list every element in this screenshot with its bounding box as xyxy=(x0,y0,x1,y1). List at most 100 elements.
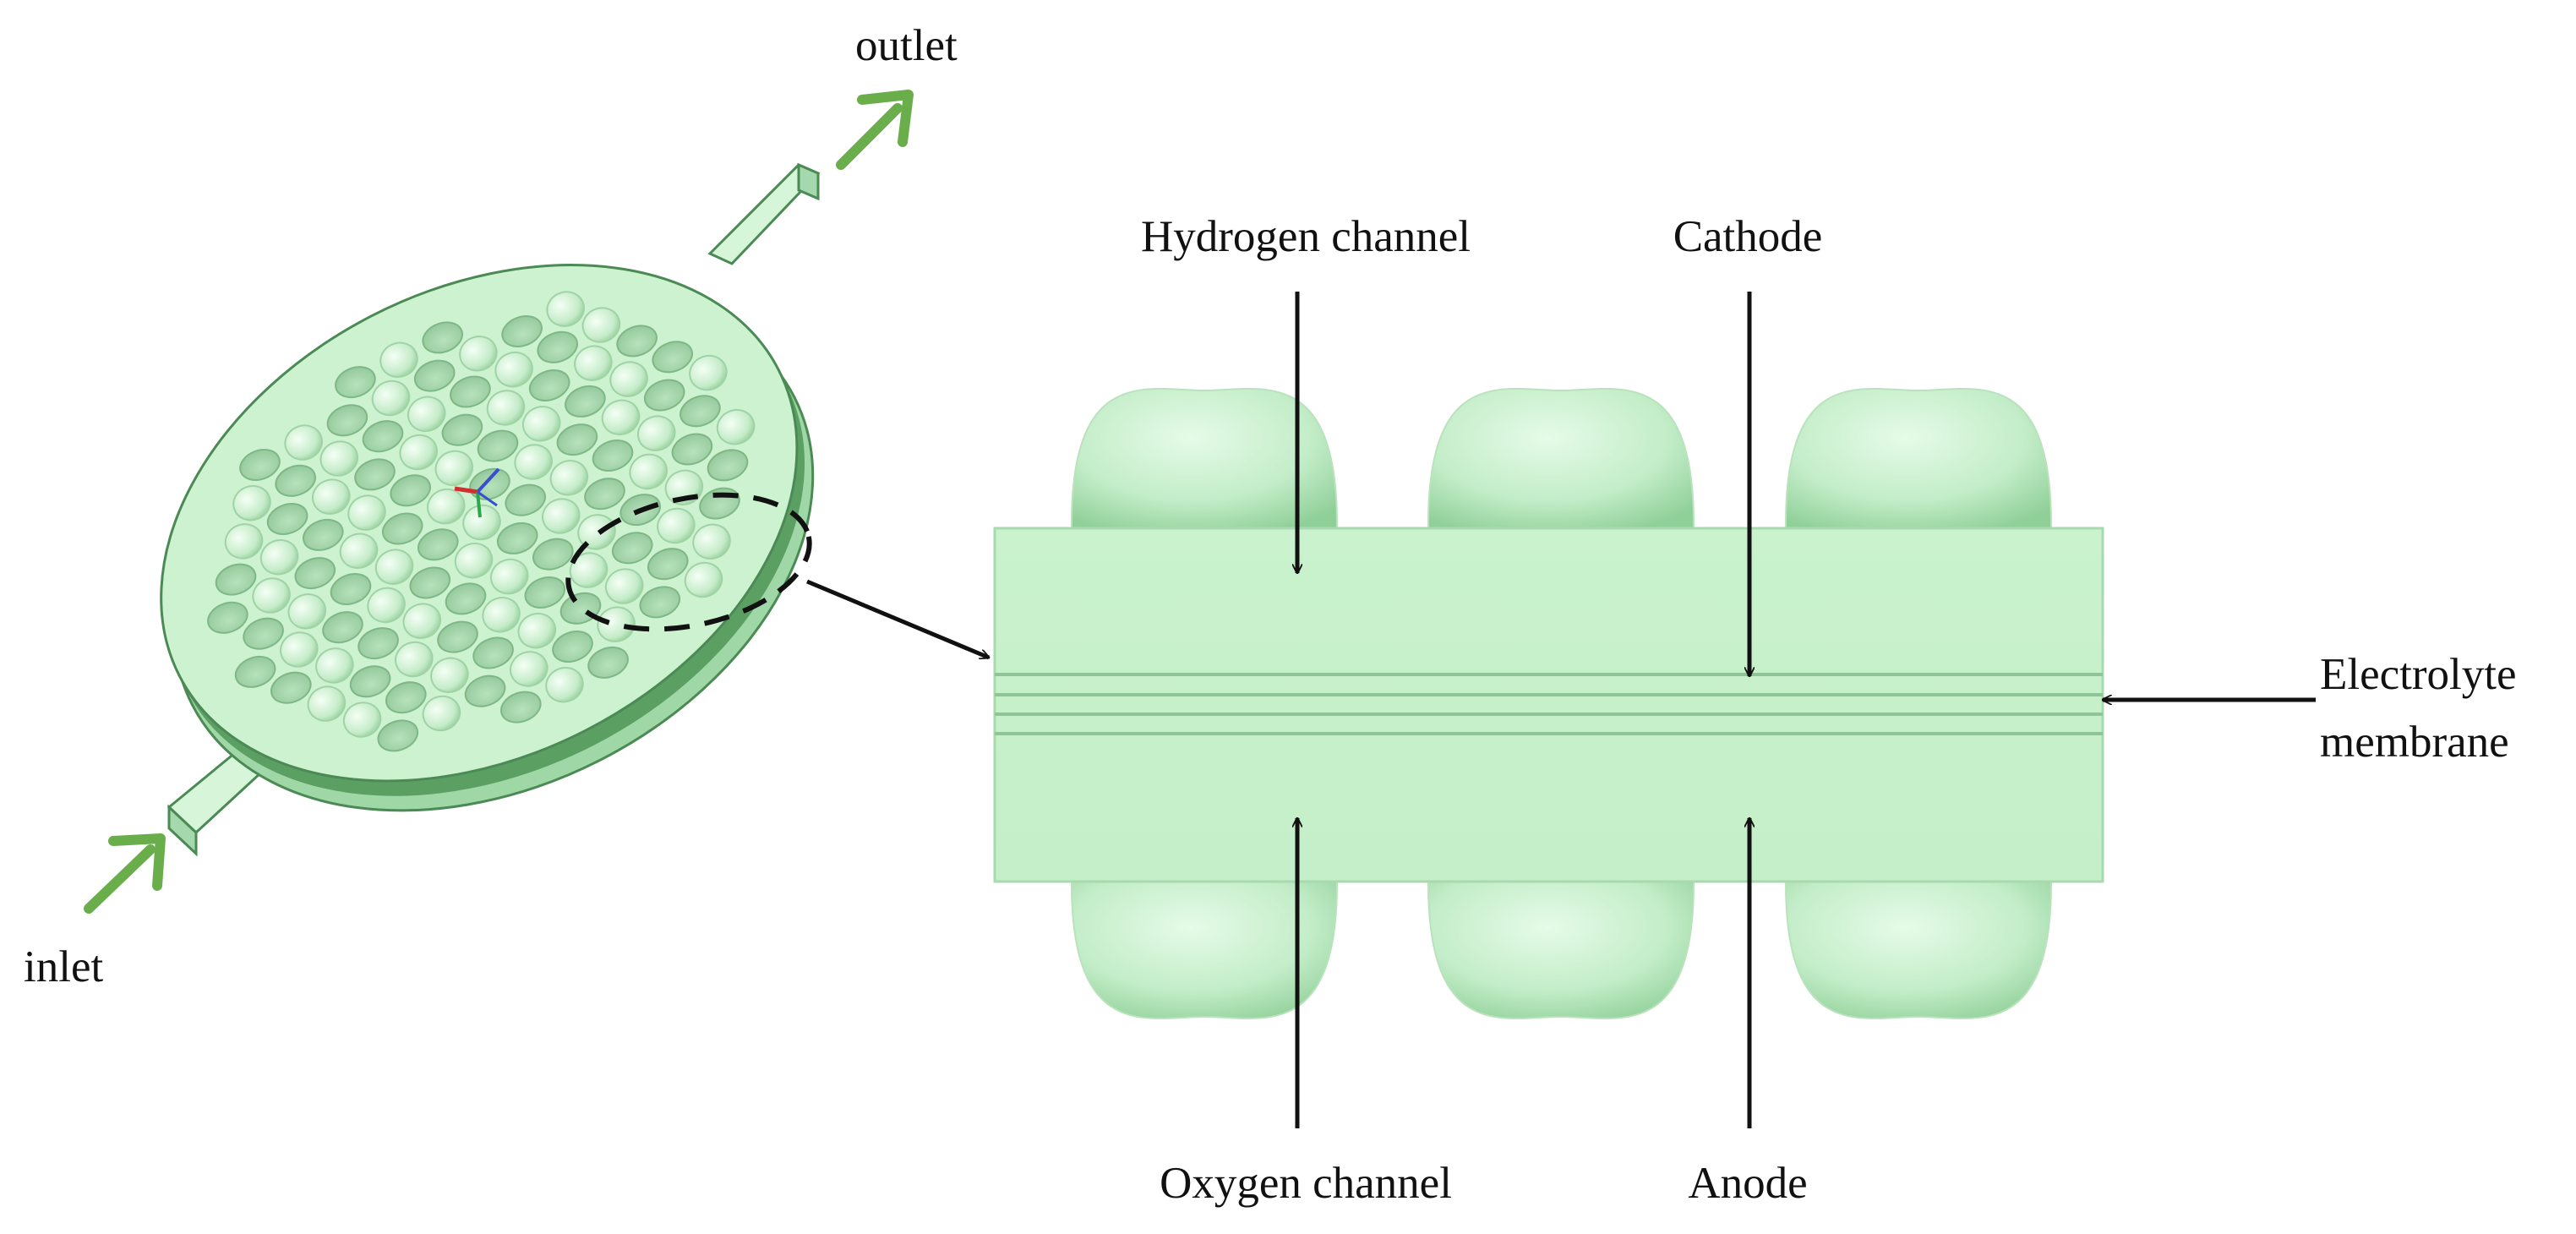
channel-bump xyxy=(517,612,557,649)
channel-bump xyxy=(684,561,723,598)
channel-hole xyxy=(409,566,451,599)
channel-bump xyxy=(657,507,696,544)
channel-hole xyxy=(275,464,316,497)
channel-bump xyxy=(462,504,501,541)
cell-body xyxy=(993,527,2104,883)
zoom-region-marker xyxy=(565,492,812,632)
channel-hole xyxy=(354,458,396,491)
cross-section xyxy=(993,292,2316,1128)
channel-bump xyxy=(569,552,609,588)
channel-hole xyxy=(294,557,336,590)
outlet-label: outlet xyxy=(855,21,958,70)
channel-hole xyxy=(472,636,514,669)
channel-bump xyxy=(494,351,533,388)
channel-hole xyxy=(441,413,483,446)
channel-hole xyxy=(303,518,344,551)
channel-hole xyxy=(584,478,625,511)
channel-hole xyxy=(643,379,685,412)
channel-bump xyxy=(482,597,521,633)
channel-hole xyxy=(326,404,368,437)
channel-bump xyxy=(374,549,414,585)
channel-bump xyxy=(692,523,731,560)
channel-bump xyxy=(459,336,498,372)
channel-bump xyxy=(486,390,526,426)
channel-bump xyxy=(307,685,347,722)
channel-bump xyxy=(597,606,636,642)
membrane-layers xyxy=(995,673,2103,735)
channel-bump xyxy=(574,345,613,381)
channel-bump xyxy=(489,558,529,595)
channel-hole xyxy=(413,359,456,392)
channel-bump xyxy=(399,434,438,471)
channel-hole xyxy=(496,521,538,554)
channel-bump xyxy=(427,488,466,525)
channel-bump xyxy=(422,695,461,732)
anode-label: Anode xyxy=(1688,1159,1808,1208)
lower-channels xyxy=(1071,878,2052,1020)
channel-bump xyxy=(716,408,756,445)
channel-hole xyxy=(362,420,404,453)
channel-bump xyxy=(402,603,442,639)
channel-hole xyxy=(528,369,570,401)
channel-hole xyxy=(266,503,308,535)
channel-hole xyxy=(611,532,653,565)
channel-hole xyxy=(552,631,593,663)
disk-assembly xyxy=(160,162,989,857)
hydrogen-channel-label: Hydrogen channel xyxy=(1141,212,1471,261)
channel-hole xyxy=(335,366,376,399)
channel-bump xyxy=(601,399,641,436)
channel-bump xyxy=(379,341,418,379)
channel-hole xyxy=(537,330,578,363)
channel-hole xyxy=(477,429,519,462)
channel-hole xyxy=(234,655,276,688)
channel-bump xyxy=(395,641,434,678)
channel-bump xyxy=(454,542,494,579)
channel-hole xyxy=(385,681,427,714)
channel-bump xyxy=(371,379,411,417)
channel-hole xyxy=(357,627,399,660)
channel-bump xyxy=(312,478,351,515)
channel-hole xyxy=(243,617,284,650)
channel-bump xyxy=(510,651,548,687)
channel-bump xyxy=(521,406,561,442)
outlet-pipe xyxy=(707,162,821,265)
outlet-arrow-icon xyxy=(836,90,914,170)
cathode-label: Cathode xyxy=(1673,212,1823,261)
channel-bump xyxy=(224,523,264,560)
inlet-label: inlet xyxy=(24,942,104,991)
channel-bump xyxy=(407,396,446,433)
channel-hole xyxy=(207,601,248,634)
channel-hole xyxy=(592,440,634,472)
channel-hole xyxy=(437,620,478,653)
channel-hole xyxy=(418,528,459,561)
channel-bump xyxy=(629,453,668,490)
channel-hole xyxy=(330,573,372,605)
channel-hole xyxy=(239,449,281,481)
electrolyte-membrane-label-line2: membrane xyxy=(2320,718,2509,767)
channel-hole xyxy=(215,563,257,596)
channel-bump xyxy=(430,657,469,694)
channel-bump xyxy=(546,291,585,327)
channel-hole xyxy=(381,512,423,545)
channel-hole xyxy=(270,671,312,704)
channel-hole xyxy=(422,321,463,354)
channel-bump xyxy=(581,307,621,343)
channel-hole xyxy=(616,325,658,358)
zoom-arrow xyxy=(806,579,989,660)
channel-pattern xyxy=(207,291,756,752)
channel-hole xyxy=(501,315,543,347)
channel-bump xyxy=(434,450,474,487)
axis-triad-icon xyxy=(454,467,500,518)
channel-bump xyxy=(604,568,644,604)
channel-hole xyxy=(500,691,542,723)
channel-hole xyxy=(349,665,391,698)
channel-bump xyxy=(542,498,581,534)
channel-bump xyxy=(545,666,584,703)
channel-hole xyxy=(639,586,681,619)
channel-hole xyxy=(652,341,693,374)
channel-hole xyxy=(445,582,487,615)
channel-bump xyxy=(315,647,354,684)
channel-hole xyxy=(707,449,749,482)
channel-bump xyxy=(689,354,728,391)
